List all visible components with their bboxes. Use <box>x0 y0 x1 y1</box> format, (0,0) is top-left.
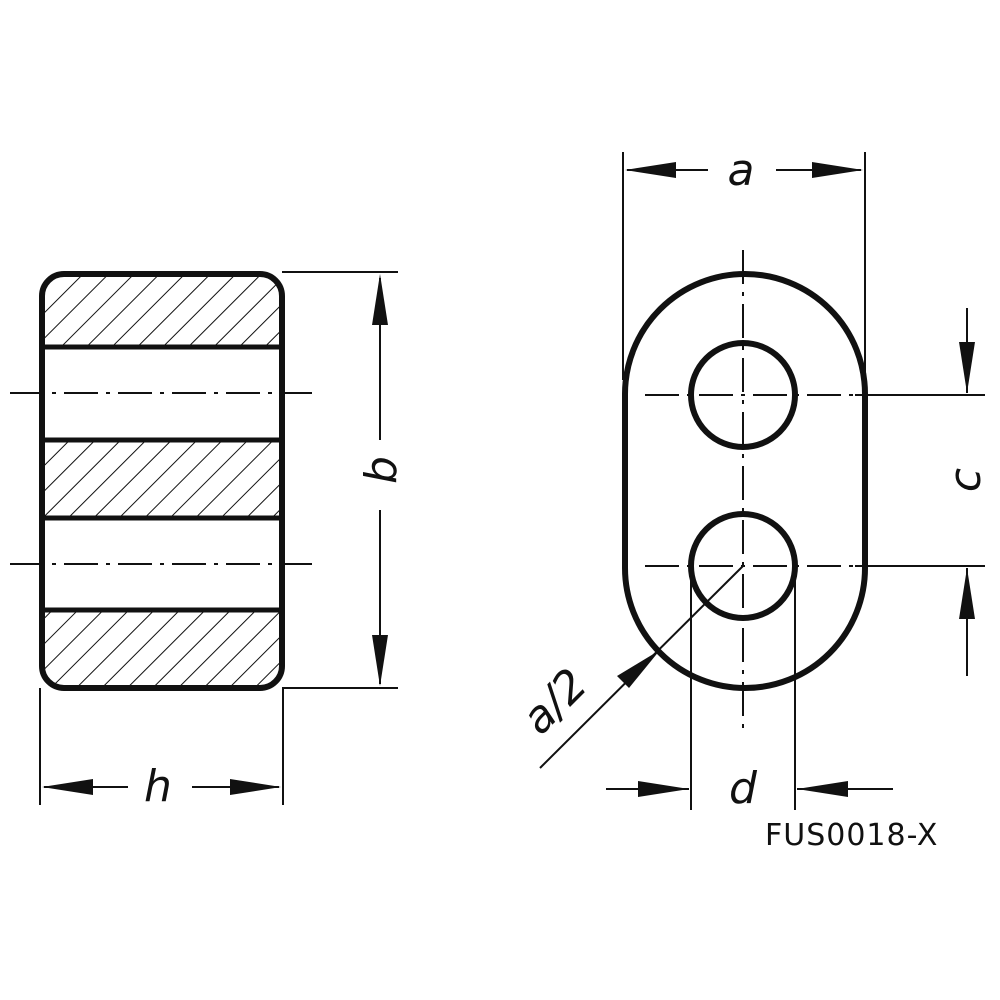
side-view-outline <box>39 271 285 691</box>
front-view: a c d a/2 <box>512 145 991 814</box>
dimension-label-d: d <box>729 763 758 814</box>
arrowhead <box>812 162 863 178</box>
arrowhead <box>625 162 676 178</box>
dimension-b: b <box>282 271 407 689</box>
drawing-reference-code: FUS0018-X <box>765 818 939 853</box>
front-view-outline <box>622 271 868 691</box>
dimension-d: d <box>606 566 893 814</box>
arrowhead <box>617 650 660 688</box>
hatched-band-top <box>42 274 282 347</box>
dimension-label-a: a <box>728 145 755 196</box>
dimension-h: h <box>39 688 284 812</box>
dimension-label-b: b <box>356 456 407 484</box>
dimension-a: a <box>622 145 866 380</box>
side-section-view: b h <box>10 271 407 812</box>
arrowhead <box>797 781 848 797</box>
arrowhead <box>230 779 281 795</box>
arrowhead <box>372 274 388 325</box>
dimension-label-h: h <box>144 761 172 812</box>
hatched-band-middle <box>42 440 282 518</box>
arrowhead <box>959 342 975 393</box>
dimension-c: c <box>855 308 991 676</box>
arrowhead <box>42 779 93 795</box>
dimension-label-radius: a/2 <box>512 659 597 744</box>
dimension-label-c: c <box>940 468 991 492</box>
arrowhead <box>959 568 975 619</box>
arrowhead <box>638 781 689 797</box>
arrowhead <box>372 635 388 686</box>
hatched-band-bottom <box>42 610 282 688</box>
